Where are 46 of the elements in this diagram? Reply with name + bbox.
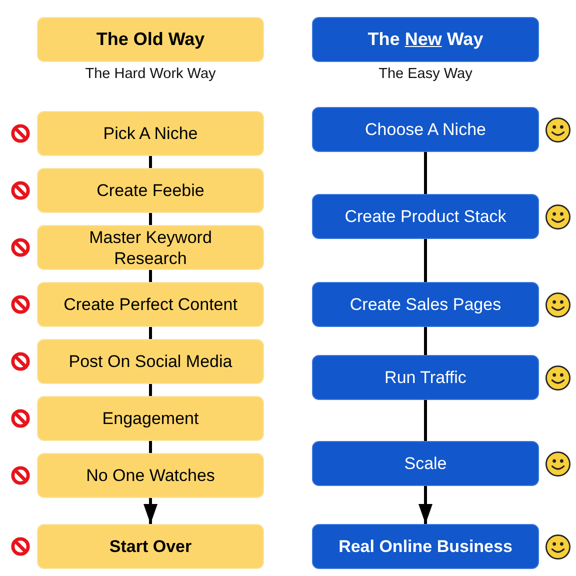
process-box — [312, 355, 539, 400]
header-box — [312, 17, 539, 62]
subtitle: The Easy Way — [378, 65, 472, 83]
step-label: Real Online Business — [338, 536, 512, 557]
step-label: Master Keyword Research — [88, 226, 213, 268]
step-label: Post On Social Media — [68, 351, 232, 372]
connector-line — [149, 156, 152, 168]
step-label: Create Feebie — [96, 180, 204, 201]
process-box — [312, 282, 539, 327]
step-label: Pick A Niche — [103, 123, 198, 144]
step-label: Scale — [404, 453, 447, 474]
step-label: Create Sales Pages — [350, 294, 502, 315]
process-box — [37, 396, 264, 441]
process-box — [37, 168, 264, 213]
connector-line — [149, 270, 152, 282]
connector-line — [424, 152, 427, 194]
step-label: Create Perfect Content — [64, 294, 238, 315]
header-box — [37, 17, 264, 62]
subtitle: The Hard Work Way — [85, 65, 216, 83]
step-label: Engagement — [102, 408, 199, 429]
step-label: Create Product Stack — [344, 206, 506, 227]
step-label: Choose A Niche — [365, 119, 486, 140]
process-box — [312, 194, 539, 239]
arrow — [418, 486, 432, 524]
step-label: Start Over — [109, 536, 192, 557]
process-box — [312, 524, 539, 569]
connector-line — [424, 239, 427, 282]
heading: The New Way — [368, 29, 484, 50]
process-box — [37, 282, 264, 327]
process-box — [37, 111, 264, 156]
connector-line — [149, 441, 152, 453]
process-box — [312, 441, 539, 486]
connector-line — [149, 327, 152, 339]
heading: The Old Way — [96, 29, 205, 50]
arrow — [144, 498, 158, 524]
step-label: No One Watches — [86, 465, 215, 486]
connector-line — [424, 327, 427, 355]
process-box — [37, 225, 264, 270]
step-label: Run Traffic — [384, 367, 466, 388]
process-box — [312, 107, 539, 152]
connector-line — [424, 400, 427, 441]
process-box — [37, 524, 264, 569]
process-box — [37, 453, 264, 498]
connector-line — [149, 384, 152, 396]
process-box — [37, 339, 264, 384]
connector-line — [149, 213, 152, 225]
